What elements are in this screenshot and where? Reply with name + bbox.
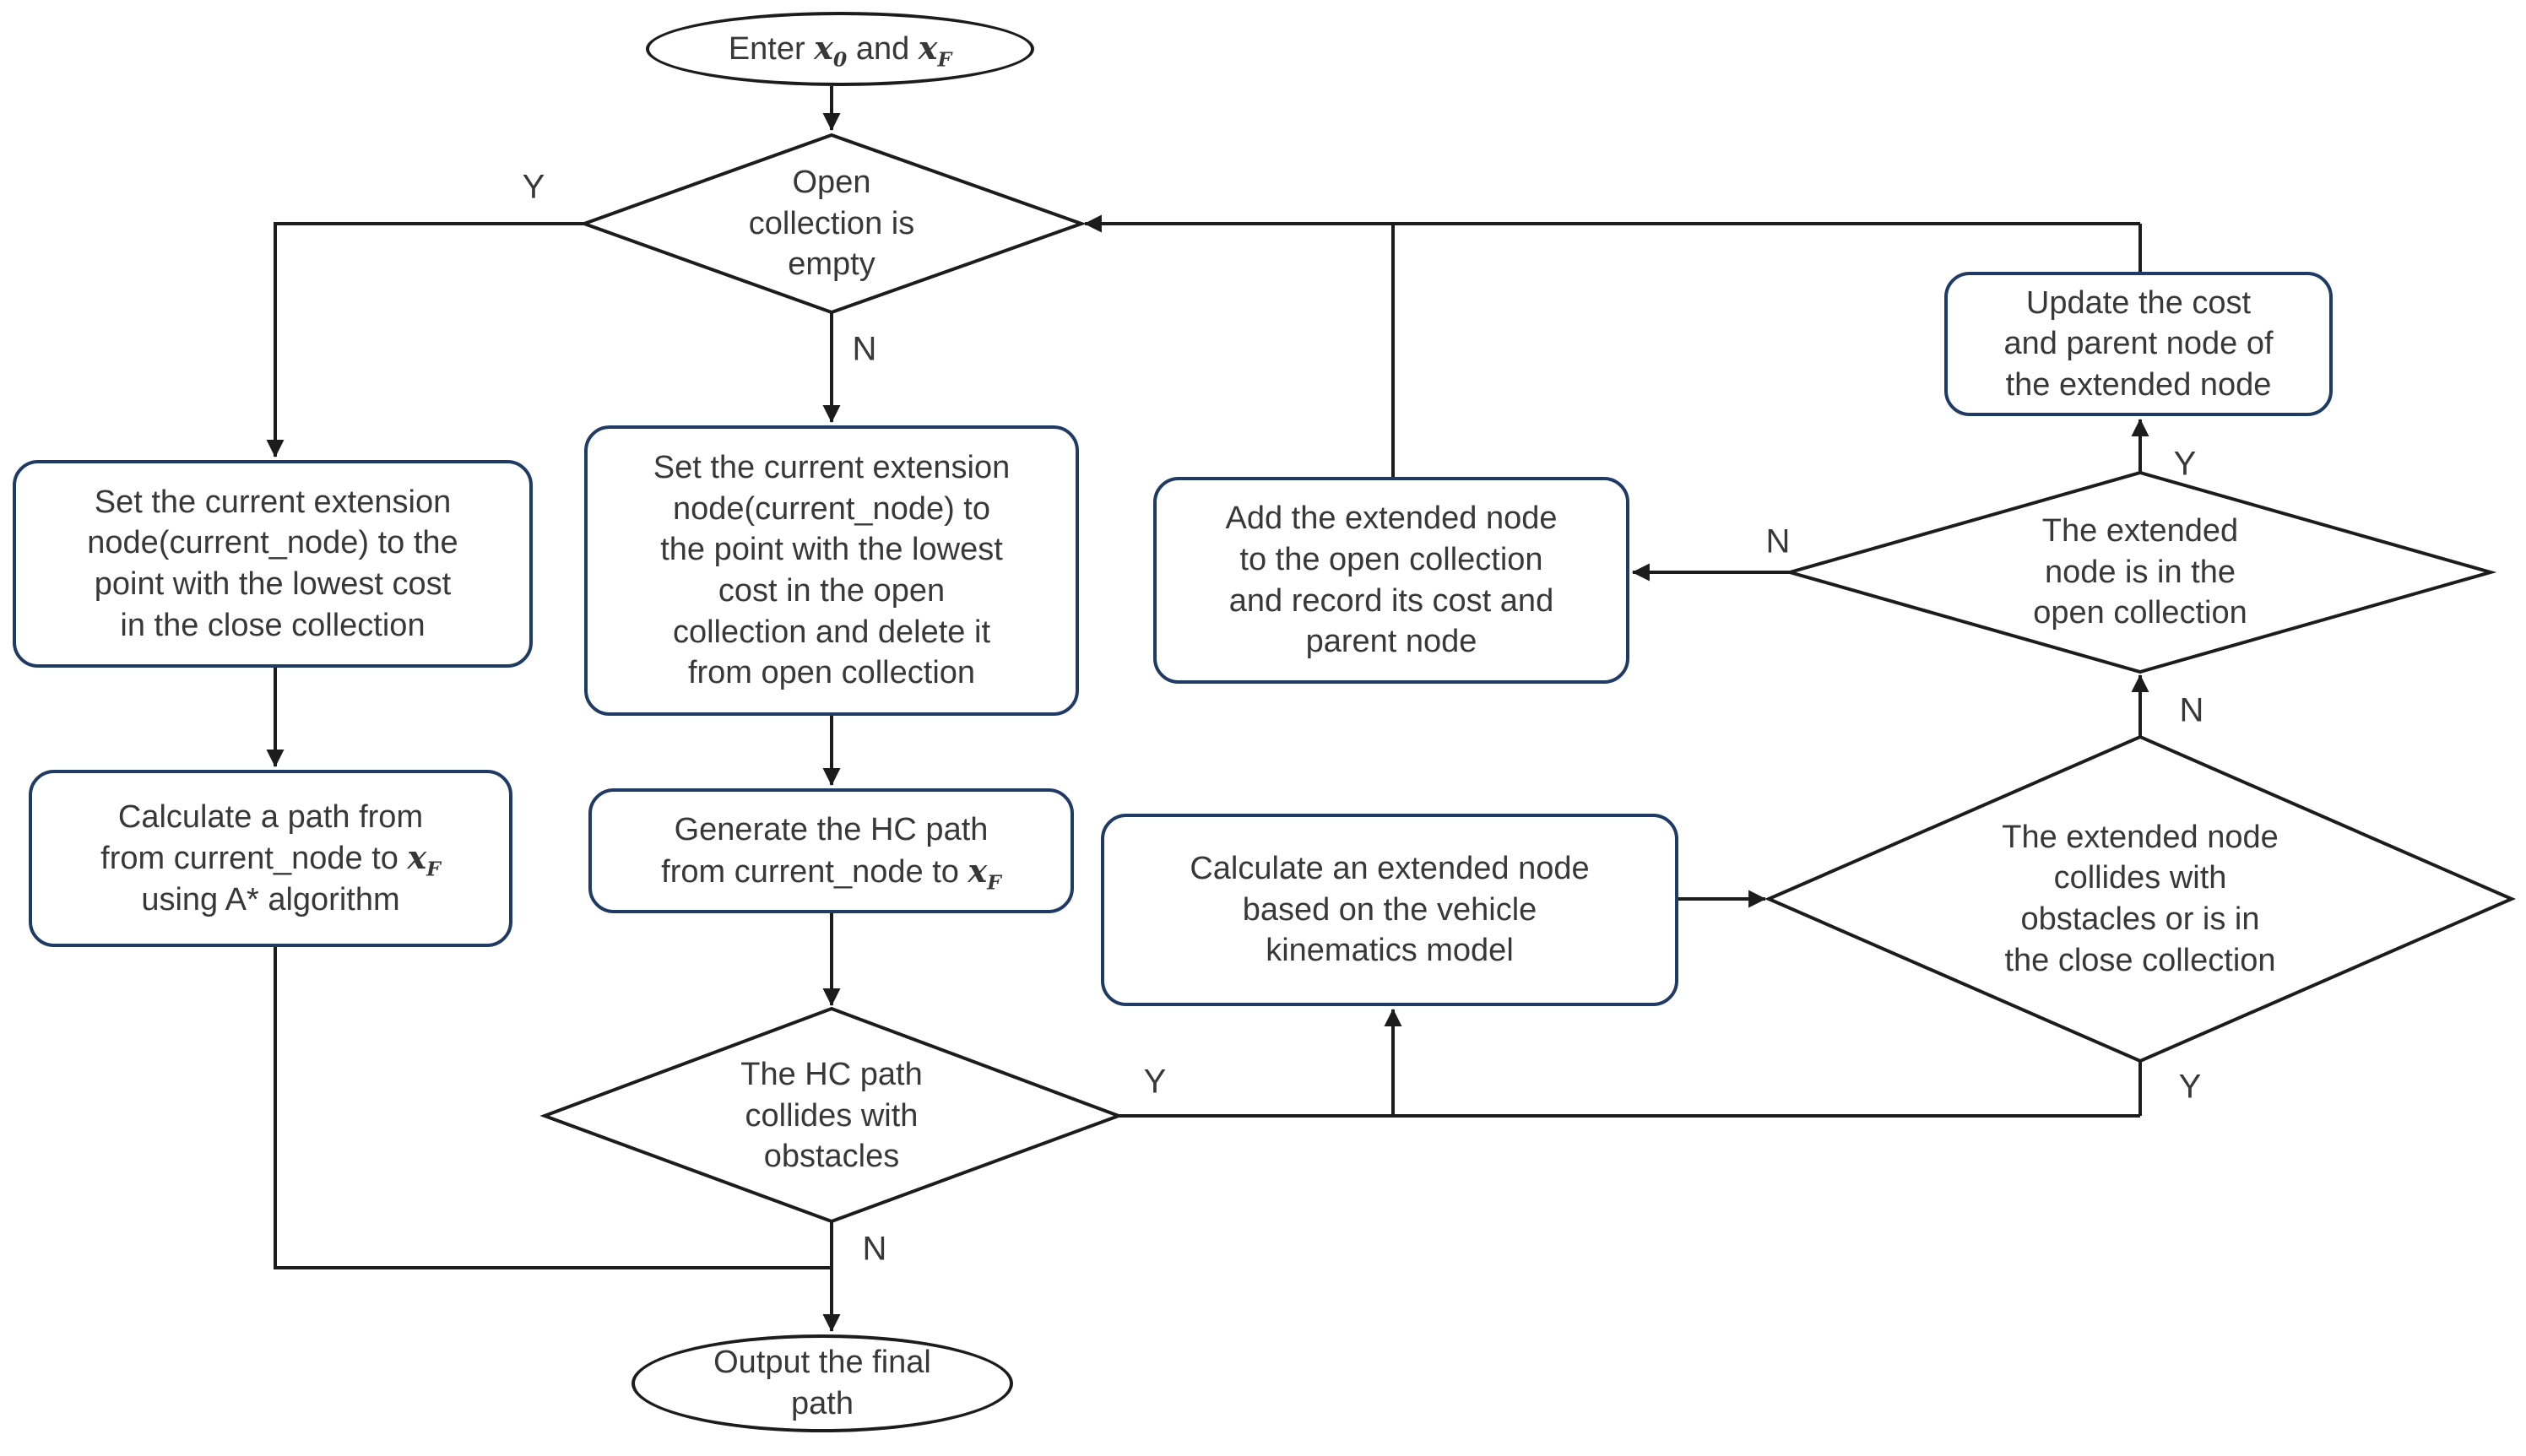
edge-calc-path-to-merge [274,947,832,1269]
calc-path-sub1: F [426,857,441,881]
start-text1: Enter [728,31,815,68]
set-close-label: Set the current extension node(current_n… [87,484,458,643]
node-hc-collides: The HC path collides with obstacles [740,1057,923,1175]
update-cost-label: Update the cost and parent node of the e… [2003,284,2274,403]
node-set-open: Set the current extension node(current_n… [584,425,1079,716]
label-open-empty-no: N [852,330,877,368]
start-sub2: F [937,47,952,72]
node-add-node: Add the extended node to the open collec… [1153,477,1629,684]
node-calc-path: Calculate a path from from current_node … [29,770,512,947]
calc-path-text1: Calculate a path from from current_node … [100,798,424,877]
diamond-collides-close-shape [1764,734,2517,1064]
node-calc-extended: Calculate an extended node based on the … [1101,814,1678,1006]
calc-path-text2: using A* algorithm [141,881,400,917]
start-sub1: 0 [832,47,848,72]
label-collides-close-no: N [2179,691,2204,729]
label-hc-collides-yes: Y [1143,1063,1167,1101]
node-collides-close: The extended node collides with obstacle… [2002,819,2279,978]
calc-extended-label: Calculate an extended node based on the … [1190,851,1590,969]
end-label: Output the final path [713,1345,931,1421]
gen-hc-var1: x [968,851,988,890]
start-var2: x [918,29,938,68]
node-start: Enter x0 and xF [646,12,1034,86]
node-update-cost: Update the cost and parent node of the e… [1944,272,2333,416]
node-gen-hc: Generate the HC path from current_node t… [588,788,1074,913]
diamond-in-open-shape [1783,470,2497,674]
set-open-label: Set the current extension node(current_n… [653,450,1011,691]
start-var1: x [814,29,833,68]
calc-path-label: Calculate a path from from current_node … [100,797,441,921]
node-open-empty: Open collection is empty [748,165,915,283]
node-end: Output the final path [632,1334,1013,1432]
node-set-close: Set the current extension node(current_n… [13,460,533,668]
label-in-open-no: N [1765,522,1791,560]
label-collides-close-yes: Y [2178,1068,2202,1106]
gen-hc-text1: Generate the HC path from current_node t… [661,811,989,890]
start-text2: and [847,31,919,68]
gen-hc-label: Generate the HC path from current_node t… [661,809,1001,892]
node-in-open: The extended node is in the open collect… [2033,513,2247,631]
calc-path-var1: x [407,838,427,877]
label-open-empty-yes: Y [522,168,545,206]
label-hc-collides-no: N [862,1230,887,1268]
edge-open-empty-yes-to-set-close [266,222,584,458]
diamond-open-empty-shape [579,133,1087,315]
start-label: Enter x0 and xF [729,28,951,70]
label-in-open-yes: Y [2173,445,2197,483]
gen-hc-sub1: F [987,870,1001,895]
add-node-label: Add the extended node to the open collec… [1225,501,1558,660]
